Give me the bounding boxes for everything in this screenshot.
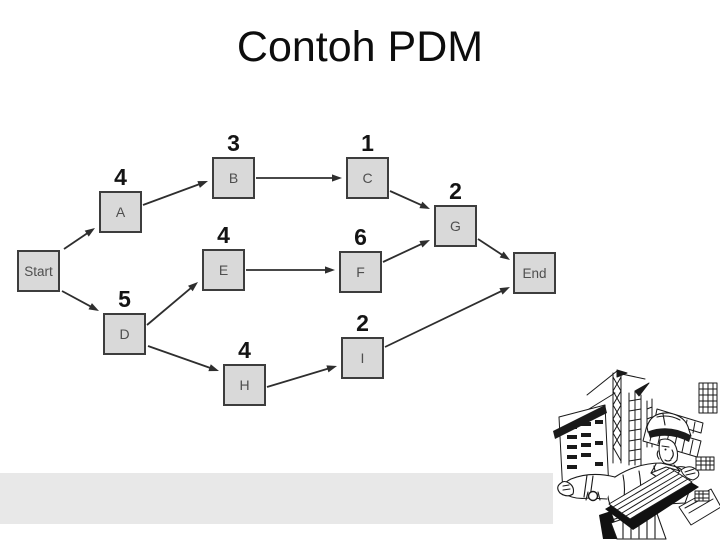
node-B-label: B: [229, 170, 238, 186]
edge-H-I: [266, 367, 330, 388]
construction-worker-clipart: [553, 367, 720, 540]
node-H-label: H: [239, 377, 249, 393]
node-B-duration: 3: [227, 130, 240, 156]
slide-title: Contoh PDM: [236, 23, 484, 71]
arrowhead-start-A: [84, 228, 95, 237]
arrowhead-I-end: [499, 287, 510, 295]
arrowhead-C-G: [419, 201, 430, 209]
node-E-label: E: [219, 262, 228, 278]
node-I-duration: 2: [356, 310, 369, 336]
node-C-label: C: [362, 170, 372, 186]
edge-D-E: [146, 286, 193, 326]
node-G-label: G: [450, 218, 461, 234]
node-G-box: [434, 205, 477, 247]
arrowhead-D-E: [188, 282, 198, 292]
node-end-box: [513, 252, 556, 294]
node-A-box: [99, 191, 142, 233]
node-G: G2: [434, 178, 477, 247]
node-E: E4: [202, 222, 245, 291]
node-start-label: Start: [24, 264, 53, 279]
node-H-box: [223, 364, 266, 406]
edge-G-end: [477, 238, 504, 257]
node-G-duration: 2: [449, 178, 462, 204]
node-A-duration: 4: [114, 164, 127, 190]
node-H-duration: 4: [238, 337, 251, 363]
building-windows: [567, 420, 603, 469]
arrowhead-G-end: [499, 251, 510, 260]
edge-I-end: [384, 289, 504, 348]
edge-F-G: [382, 242, 424, 263]
node-D-duration: 5: [118, 286, 131, 312]
node-end-label: End: [522, 266, 546, 281]
edge-start-A: [63, 231, 89, 250]
node-H: H4: [223, 337, 266, 406]
node-B: B3: [212, 130, 255, 199]
node-A: A4: [99, 164, 142, 233]
node-A-label: A: [116, 204, 126, 220]
node-end: End: [513, 252, 556, 294]
open-book: [605, 466, 700, 530]
clipart-box: [553, 367, 720, 540]
node-B-box: [212, 157, 255, 199]
arrowhead-H-I: [326, 365, 337, 373]
node-start-box: [17, 250, 60, 292]
node-F-duration: 6: [354, 224, 367, 250]
node-E-duration: 4: [217, 222, 230, 248]
node-F-label: F: [356, 264, 365, 280]
node-D-label: D: [119, 326, 129, 342]
node-C-box: [346, 157, 389, 199]
arrowhead-E-F: [325, 266, 335, 274]
footer-bar: [0, 473, 553, 524]
node-I: I2: [341, 310, 384, 379]
node-C: C1: [346, 130, 389, 199]
arrowhead-D-H: [208, 364, 219, 372]
arrowhead-B-C: [332, 174, 342, 182]
edge-D-H: [147, 345, 212, 370]
arrowhead-start-D: [88, 303, 99, 311]
arrowhead-F-G: [419, 240, 430, 248]
arrowhead-A-B: [197, 181, 208, 188]
node-E-box: [202, 249, 245, 291]
node-D-box: [103, 313, 146, 355]
node-F: F6: [339, 224, 382, 293]
edge-start-D: [61, 290, 93, 308]
node-start: Start: [17, 250, 60, 292]
node-I-label: I: [361, 350, 365, 366]
node-C-duration: 1: [361, 130, 374, 156]
node-F-box: [339, 251, 382, 293]
papers-and-tools: [678, 456, 720, 526]
edge-A-B: [142, 182, 201, 206]
edge-C-G: [389, 190, 424, 207]
node-I-box: [341, 337, 384, 379]
node-D: D5: [103, 286, 146, 355]
